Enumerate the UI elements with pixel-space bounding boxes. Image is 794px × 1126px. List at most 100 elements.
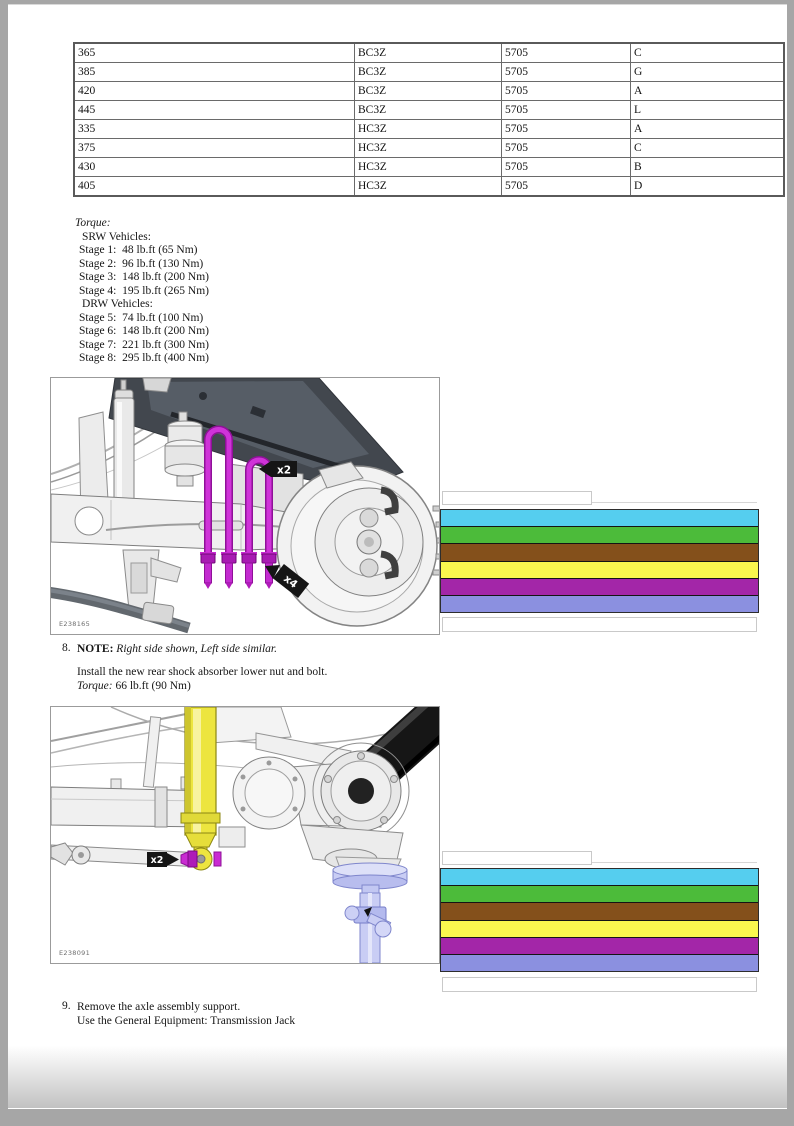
- jack-pin-arrow: [364, 907, 372, 917]
- table-cell: 5705: [501, 119, 631, 139]
- step-torque-line: Torque: 66 lb.ft (90 Nm): [77, 679, 452, 693]
- table-row: 420 BC3Z 5705 A: [73, 81, 785, 101]
- table-row: 385 BC3Z 5705 G: [73, 62, 785, 82]
- brake-drum-hub: [276, 461, 439, 627]
- page-bottom-fade: [8, 1046, 787, 1108]
- step-body: Use the General Equipment: Transmission …: [77, 1015, 296, 1027]
- torque-line: Stage 2: 96 lb.ft (130 Nm): [79, 257, 204, 270]
- redaction-bar: [441, 953, 758, 972]
- table-cell: 420: [73, 81, 355, 101]
- redaction-bar: [441, 869, 758, 886]
- shock-absorber: [113, 379, 135, 517]
- figure-shock-lower: x2 E238091: [50, 706, 440, 964]
- shock-absorber-highlight: [180, 707, 221, 871]
- redaction-row-line: [442, 502, 757, 503]
- redaction-bar: [441, 560, 758, 578]
- parts-table: 365 BC3Z 5705 C 385 BC3Z 5705 G 420 BC3Z…: [73, 42, 785, 197]
- redaction-bar: [441, 885, 758, 903]
- table-cell: HC3Z: [354, 119, 502, 139]
- table-cell: 430: [73, 157, 355, 177]
- jounce-bumper: [164, 411, 206, 487]
- note-label: NOTE:: [77, 643, 114, 655]
- table-cell: 385: [73, 62, 355, 82]
- torque-value: 66 lb.ft (90 Nm): [112, 680, 191, 692]
- redaction-row-line: [442, 862, 757, 863]
- axle-tube: [51, 776, 212, 828]
- table-cell: 375: [73, 138, 355, 158]
- table-cell: D: [630, 176, 785, 197]
- torque-line: Stage 1: 48 lb.ft (65 Nm): [79, 244, 198, 256]
- torque-line: Stage 3: 148 lb.ft (200 Nm): [79, 271, 209, 283]
- table-row: 405 HC3Z 5705 D: [73, 176, 785, 197]
- table-cell: 5705: [501, 157, 631, 177]
- table-cell: 5705: [501, 176, 631, 197]
- table-cell: 5705: [501, 62, 631, 82]
- table-row: 365 BC3Z 5705 C: [73, 42, 785, 63]
- table-cell: BC3Z: [354, 62, 502, 82]
- redaction-bar: [441, 902, 758, 920]
- table-cell: C: [630, 42, 785, 63]
- torque-spec: Torque: SRW Vehicles: Stage 1: 48 lb.ft …: [75, 217, 395, 366]
- stud-nuts-highlight: [200, 552, 277, 589]
- table-cell: A: [630, 81, 785, 101]
- table-cell: HC3Z: [354, 157, 502, 177]
- table-row: 335 HC3Z 5705 A: [73, 119, 785, 139]
- torque-line: Stage 7: 221 lb.ft (300 Nm): [79, 338, 209, 351]
- table-cell: BC3Z: [354, 100, 502, 120]
- step-number: 9.: [62, 1000, 71, 1012]
- table-cell: 5705: [501, 100, 631, 120]
- lower-bracket: [122, 549, 182, 611]
- table-cell: G: [630, 62, 785, 82]
- callout-x2: x2: [147, 852, 179, 867]
- table-cell: HC3Z: [354, 176, 502, 197]
- table-cell: B: [630, 157, 785, 177]
- table-cell: 5705: [501, 138, 631, 158]
- table-cell: C: [630, 138, 785, 158]
- table-cell: BC3Z: [354, 42, 502, 63]
- torque-line: Stage 6: 148 lb.ft (200 Nm): [79, 325, 209, 337]
- redaction-top-box: [442, 851, 592, 865]
- table-cell: 445: [73, 100, 355, 120]
- torque-line: Stage 5: 74 lb.ft (100 Nm): [79, 311, 204, 324]
- shock-nut-highlight: [180, 850, 222, 868]
- step-body: Install the new rear shock absorber lowe…: [77, 666, 328, 678]
- figure-code-label: E238165: [59, 620, 91, 628]
- redaction-bar: [441, 526, 758, 544]
- redaction-bar: [441, 510, 758, 527]
- torque-line: Stage 4: 195 lb.ft (265 Nm): [79, 284, 209, 297]
- torque-line: Stage 8: 295 lb.ft (400 Nm): [79, 352, 209, 364]
- torque-title: Torque:: [75, 217, 111, 229]
- frame-rail: [108, 378, 404, 491]
- redaction-bottom-box: [442, 977, 757, 992]
- redaction-bar: [441, 594, 758, 613]
- svg-text:x2: x2: [277, 465, 291, 477]
- step-number: 8.: [62, 642, 71, 654]
- table-cell: BC3Z: [354, 81, 502, 101]
- table-cell: 5705: [501, 81, 631, 101]
- redaction-bars: [440, 868, 759, 972]
- redaction-bar: [441, 919, 758, 937]
- shock-install-illustration: x2: [51, 707, 439, 963]
- step-9: 9. Remove the axle assembly support. Use…: [62, 1000, 452, 1028]
- note-text: Right side shown, Left side similar.: [113, 643, 277, 655]
- redaction-bottom-box: [442, 617, 757, 632]
- table-cell: L: [630, 100, 785, 120]
- step-note-line: NOTE: Right side shown, Left side simila…: [77, 642, 452, 656]
- table-cell: 5705: [501, 42, 631, 63]
- redaction-bar: [441, 936, 758, 954]
- callout-x4: x4: [265, 564, 310, 598]
- figure-code-label: E238091: [59, 949, 91, 957]
- table-row: 430 HC3Z 5705 B: [73, 157, 785, 177]
- frame-link: [142, 716, 162, 788]
- callout-x2: x2: [259, 461, 297, 477]
- table-cell: HC3Z: [354, 138, 502, 158]
- step-8: 8. NOTE: Right side shown, Left side sim…: [62, 642, 452, 693]
- stabilizer-bar: [51, 587, 191, 634]
- table-cell: 335: [73, 119, 355, 139]
- table-row: 445 BC3Z 5705 L: [73, 100, 785, 120]
- table-row: 375 HC3Z 5705 C: [73, 138, 785, 158]
- redaction-bar: [441, 577, 758, 595]
- redaction-bar: [441, 543, 758, 561]
- torque-line: SRW Vehicles:: [82, 230, 151, 243]
